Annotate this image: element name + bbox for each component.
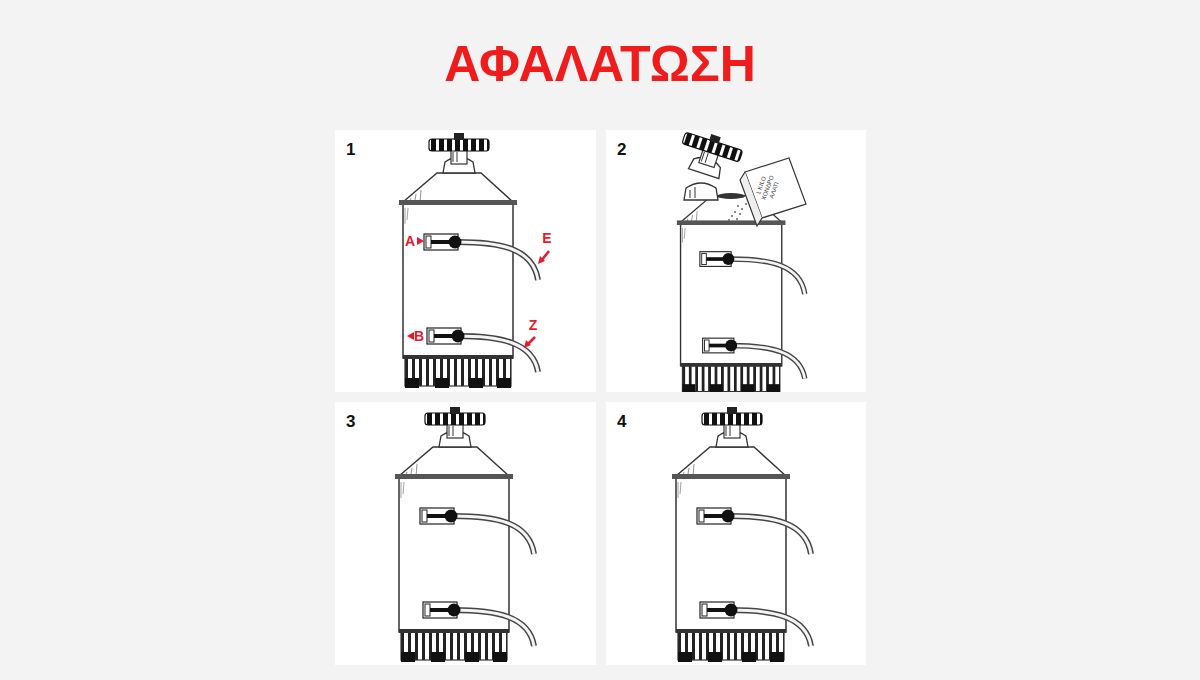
step-number: 3 bbox=[346, 412, 355, 432]
diagram-title: ΑΦΑΛΑΤΩΣΗ bbox=[0, 34, 1200, 94]
softener-drawing bbox=[335, 130, 596, 392]
step-number: 4 bbox=[617, 412, 626, 432]
softener-drawing bbox=[606, 130, 866, 392]
port-letter: Z bbox=[529, 317, 538, 333]
softener-drawing bbox=[606, 402, 866, 665]
step-panel: 3 bbox=[335, 402, 596, 665]
step-panel: 4 bbox=[606, 402, 866, 665]
port-letter: B bbox=[414, 328, 424, 344]
step-panel: 2 bbox=[606, 130, 866, 392]
step-panel: 1 bbox=[335, 130, 596, 392]
port-letter: A bbox=[405, 233, 415, 249]
step-number: 2 bbox=[617, 140, 626, 160]
softener-drawing bbox=[335, 402, 596, 665]
step-number: 1 bbox=[346, 140, 355, 160]
port-letter: E bbox=[542, 230, 551, 246]
